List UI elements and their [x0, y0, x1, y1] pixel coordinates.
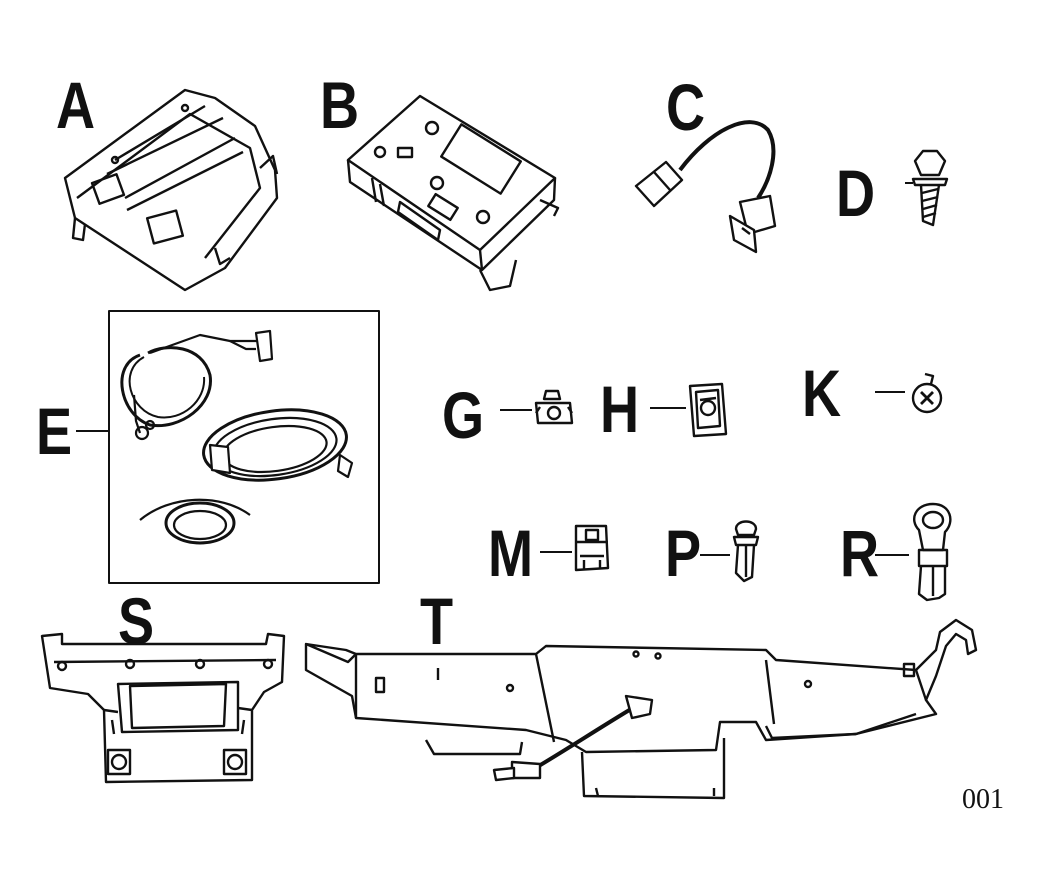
label-k: K: [802, 356, 842, 430]
label-a: A: [56, 68, 96, 142]
label-d: D: [836, 156, 876, 230]
part-h-clip-nut: [650, 382, 728, 438]
part-p-push-clip: [700, 520, 760, 583]
label-t: T: [420, 584, 454, 658]
label-h: H: [600, 372, 640, 446]
label-g: G: [442, 378, 485, 452]
part-e-wiring-kit: [76, 310, 380, 584]
part-d-bolt: [905, 149, 949, 227]
part-s-support-plate: [40, 632, 286, 784]
part-k-screw: [875, 372, 943, 414]
part-r-ring-terminal: [875, 502, 952, 602]
part-c-sensor-lead: [634, 120, 777, 254]
part-t-panel-assembly: [304, 618, 978, 800]
part-b-control-module: [346, 94, 560, 292]
part-a-bracket: [63, 88, 279, 292]
figure-number: 001: [962, 784, 1004, 815]
label-e: E: [36, 394, 73, 468]
label-r: R: [840, 516, 880, 590]
part-m-clip: [540, 524, 610, 572]
label-m: M: [488, 516, 534, 590]
part-g-fastener: [500, 389, 574, 425]
label-p: P: [665, 516, 702, 590]
label-c: C: [666, 70, 706, 144]
label-b: B: [320, 68, 360, 142]
